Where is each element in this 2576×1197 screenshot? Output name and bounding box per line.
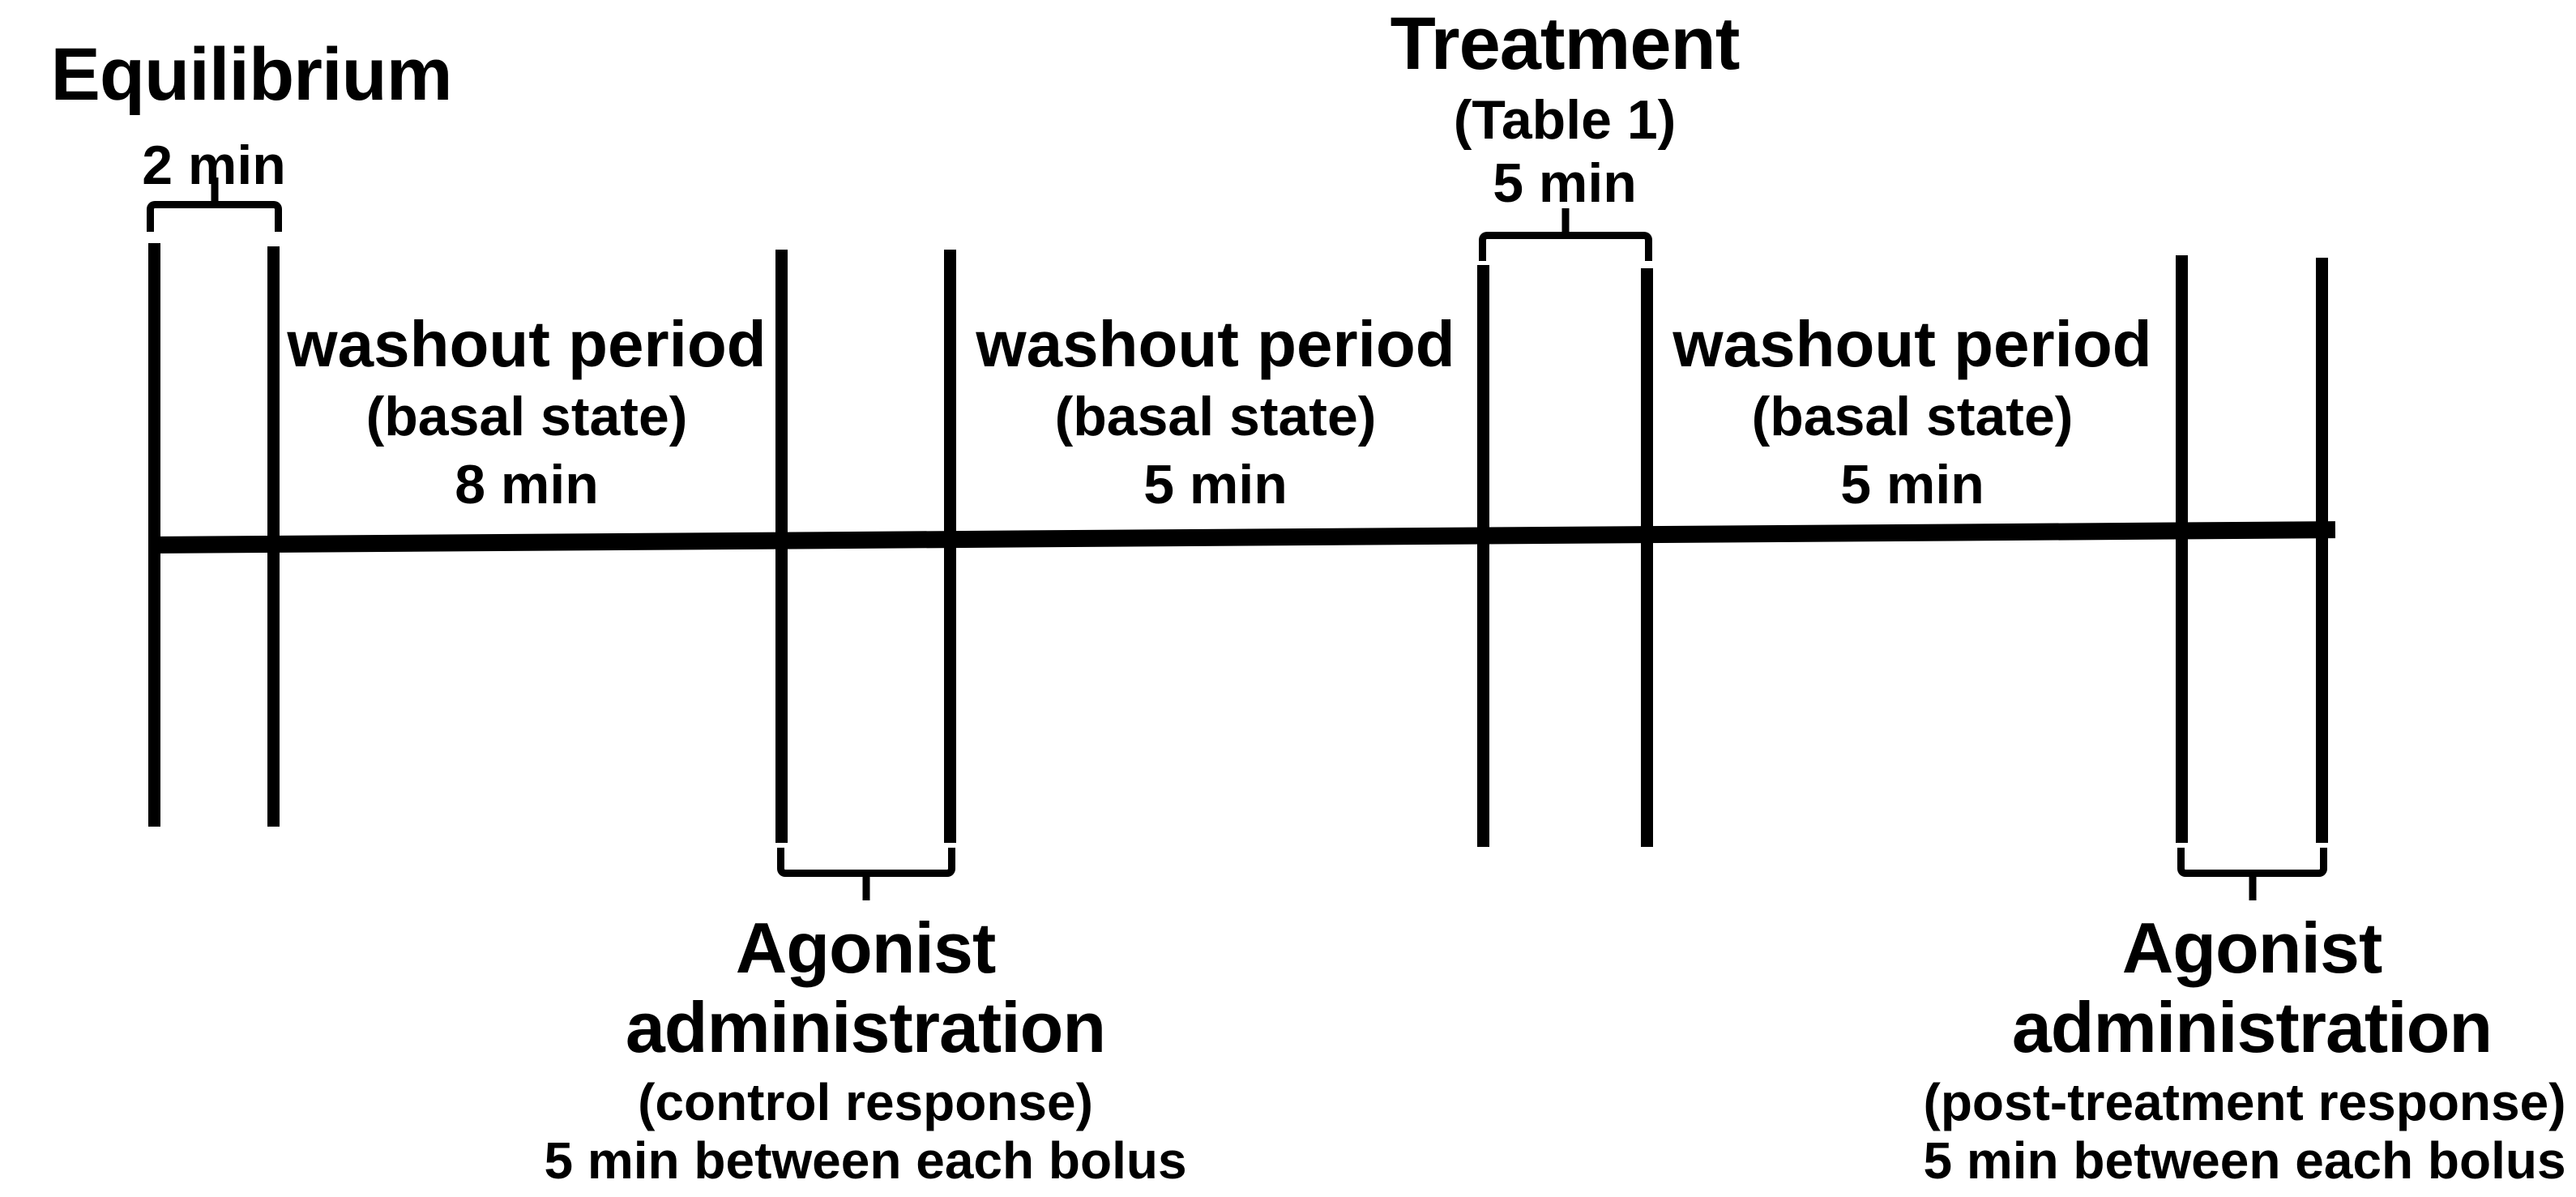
timeline-tick-bar-equilibrium-end <box>267 246 280 827</box>
washout1-label: washout period <box>287 308 767 380</box>
washout2-sublabel: (basal state) <box>1054 386 1377 447</box>
treatment-title: Treatment <box>1390 2 1741 85</box>
duration-bracket-agonist-control <box>777 848 955 877</box>
timeline-tick-bar-agonist-control-end <box>944 250 956 843</box>
washout2-label: washout period <box>976 308 1455 380</box>
agonist-control-title-line1: Agonist <box>735 908 997 988</box>
timeline-axis <box>150 521 2336 554</box>
duration-bracket-equilibrium <box>147 201 282 232</box>
agonist-post-title-line2: administration <box>2011 987 2493 1067</box>
washout1-duration: 8 min <box>455 454 599 515</box>
agonist-post-sublabel: (post-treatment response) <box>1923 1073 2566 1131</box>
treatment-subtitle: (Table 1) <box>1453 89 1677 151</box>
agonist-control-sublabel: (control response) <box>638 1073 1093 1131</box>
equilibrium-duration: 2 min <box>142 135 286 196</box>
timeline-tick-bar-equilibrium-start <box>148 243 160 827</box>
equilibrium-title: Equilibrium <box>50 33 453 116</box>
washout2-duration: 5 min <box>1143 454 1288 515</box>
agonist-post-title-line1: Agonist <box>2121 908 2383 988</box>
agonist-post-interval-note: 5 min between each bolus <box>1923 1131 2566 1190</box>
washout1-sublabel: (basal state) <box>365 386 688 447</box>
timeline-tick-bar-treatment-start <box>1477 265 1489 847</box>
agonist-control-title-line2: administration <box>625 987 1106 1067</box>
treatment-duration: 5 min <box>1493 152 1637 214</box>
duration-bracket-treatment <box>1479 232 1652 261</box>
agonist-control-interval-note: 5 min between each bolus <box>544 1131 1187 1190</box>
timeline-tick-bar-agonist-post-end <box>2316 258 2328 843</box>
washout3-label: washout period <box>1672 308 2152 380</box>
washout3-duration: 5 min <box>1840 454 1984 515</box>
timeline-tick-bar-agonist-control-start <box>775 250 788 843</box>
timeline-tick-bar-agonist-post-start <box>2176 255 2188 843</box>
timeline-tick-bar-treatment-end <box>1641 268 1653 847</box>
washout3-sublabel: (basal state) <box>1751 386 2074 447</box>
duration-bracket-agonist-post <box>2177 848 2327 877</box>
